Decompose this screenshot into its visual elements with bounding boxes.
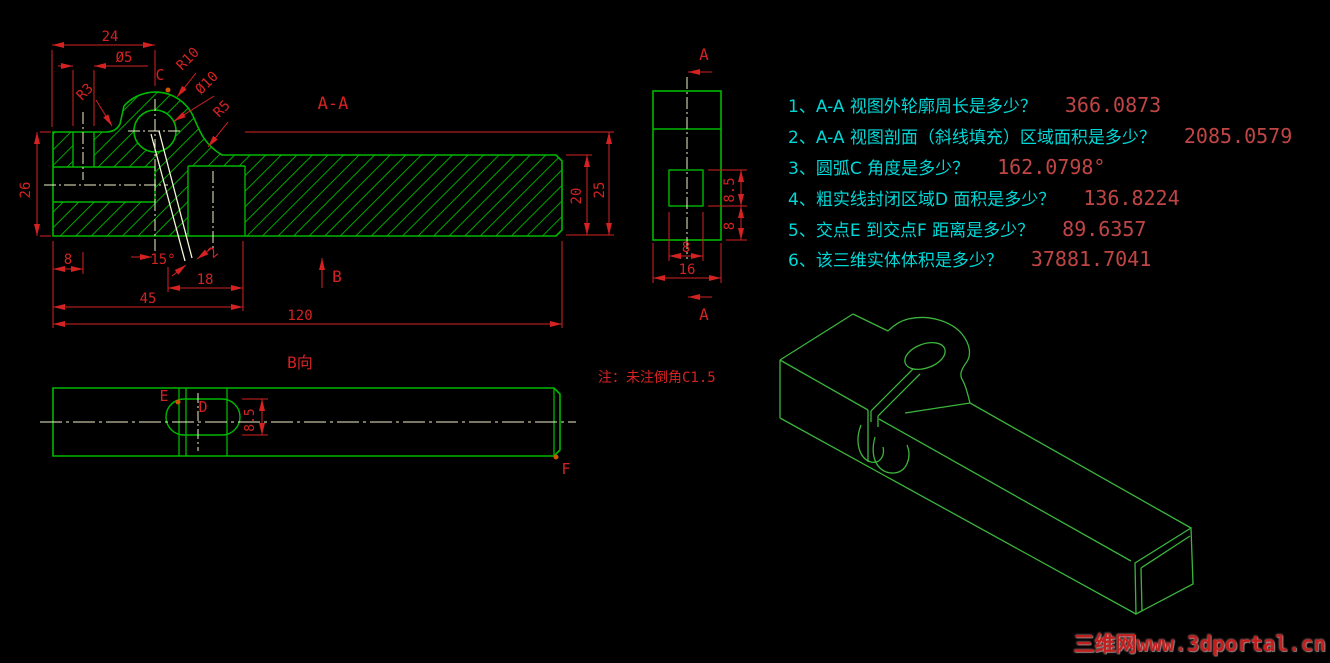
- answer-value: 2085.0579: [1183, 124, 1293, 148]
- iso-hole: [904, 341, 946, 371]
- answer-value: 89.6357: [1062, 217, 1147, 241]
- dim-45: 45: [140, 291, 157, 307]
- part-outline: [52, 91, 563, 237]
- question-row: 3、圆弧C 角度是多少？ 162.0798°: [788, 154, 1105, 179]
- question-text: 5、交点E 到交点F 距离是多少？: [788, 221, 1035, 241]
- question-text: 4、粗实线封闭区域D 面积是多少？: [788, 190, 1056, 210]
- answer-value: 366.0873: [1064, 93, 1162, 117]
- dim-8: 8: [64, 252, 72, 268]
- dim-20: 20: [569, 188, 585, 205]
- section-hatch-fill: [53, 92, 562, 236]
- answer-value: 162.0798°: [997, 155, 1106, 179]
- dim-8p5-bview: 8.5: [243, 408, 258, 431]
- view-title-aa: A-A: [318, 94, 349, 114]
- isometric-3d-view: [779, 313, 1194, 616]
- label-e: E: [159, 387, 168, 405]
- chamfer-note: 注：未注倒角C1.5: [598, 370, 716, 386]
- dim-r5: R5: [211, 98, 234, 121]
- question-text: 3、圆弧C 角度是多少？: [788, 159, 970, 179]
- b-direction-view: B向 E D F 8.5: [40, 353, 576, 478]
- label-d: D: [198, 398, 207, 416]
- dim-dia10: Ø10: [193, 69, 222, 98]
- label-b: B: [332, 267, 342, 286]
- dim-18: 18: [197, 272, 214, 288]
- side-view-dims: [652, 69, 747, 300]
- iso-body-edges: [779, 313, 1192, 615]
- answer-value: 136.8224: [1083, 186, 1180, 210]
- dim-8-side-right: 8: [722, 222, 738, 230]
- question-row: 6、该三维实体体积是多少？ 37881.7041: [788, 246, 1151, 271]
- iso-end-face: [1134, 526, 1194, 616]
- dim-16-side: 16: [679, 262, 696, 278]
- dim-2: 2: [205, 244, 222, 262]
- point-c-marker: [165, 87, 171, 93]
- dim-15deg: 15°: [150, 252, 175, 268]
- b-view-title: B向: [287, 353, 313, 372]
- question-row: 4、粗实线封闭区域D 面积是多少？ 136.8224: [788, 185, 1180, 210]
- question-text: 2、A-A 视图剖面（斜线填充）区域面积是多少？: [788, 128, 1156, 148]
- dim-8-side-bottom: 8: [682, 240, 690, 256]
- iso-slot-edges: [870, 368, 921, 427]
- section-label-a-top: A: [699, 45, 709, 64]
- question-row: 2、A-A 视图剖面（斜线填充）区域面积是多少？ 2085.0579: [788, 123, 1292, 148]
- question-text: 6、该三维实体体积是多少？: [788, 251, 1003, 271]
- side-view: A A 8.5 8 8 16: [652, 45, 747, 324]
- dim-24: 24: [102, 29, 119, 45]
- dim-26: 26: [18, 182, 34, 199]
- dim-dia5: Ø5: [116, 50, 133, 66]
- point-e-marker: [175, 399, 181, 405]
- dim-25: 25: [592, 182, 608, 199]
- side-view-texts: A A 8.5 8 8 16: [679, 45, 738, 324]
- main-dimensions: [34, 42, 614, 328]
- question-text: 1、A-A 视图外轮廓周长是多少？: [788, 97, 1037, 117]
- watermark: 三维网www.3dportal.cn: [1073, 632, 1326, 656]
- dim-120: 120: [287, 308, 312, 324]
- b-view-dims: [242, 398, 268, 436]
- question-row: 1、A-A 视图外轮廓周长是多少？ 366.0873: [788, 92, 1161, 117]
- inner-edges: [53, 132, 246, 236]
- dim-r3: R3: [74, 81, 97, 104]
- b-view-texts: B向 E D F 8.5: [159, 353, 570, 478]
- main-section-view: 24 Ø5 R3 C R10 Ø10 R5 A-A 26 8 15° 2 18 …: [18, 29, 614, 328]
- b-view-centerlines: [40, 393, 576, 451]
- point-f-marker: [553, 454, 559, 460]
- label-f: F: [561, 460, 570, 478]
- centerlines: [44, 99, 214, 252]
- answer-value: 37881.7041: [1030, 247, 1152, 271]
- iso-slot-exit-arcs: [857, 424, 910, 474]
- dim-r10: R10: [174, 45, 203, 74]
- dim-8p5-side: 8.5: [722, 177, 738, 202]
- slanted-slot-edges: [150, 130, 193, 262]
- iso-lug-outline: [887, 316, 971, 404]
- section-label-a-bottom: A: [699, 305, 709, 324]
- question-row: 5、交点E 到交点F 距离是多少？ 89.6357: [788, 216, 1146, 241]
- label-c: C: [155, 66, 164, 84]
